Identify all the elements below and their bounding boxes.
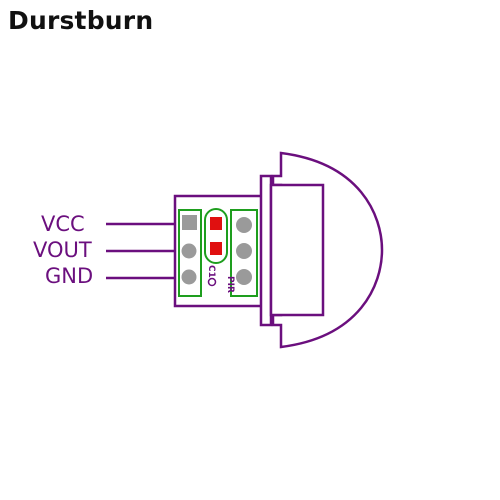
lens-flange bbox=[259, 174, 273, 327]
pir-pad-2 bbox=[236, 243, 252, 259]
c1-smd-pad-bottom bbox=[210, 242, 222, 255]
silk-label-c1: C1 bbox=[206, 265, 216, 278]
dome-inner-block bbox=[269, 183, 325, 317]
pin-label-vout: VOUT bbox=[33, 238, 92, 262]
silk-label-pir: PIR bbox=[225, 276, 235, 293]
pir-pad-1 bbox=[236, 217, 252, 233]
header-pad-vcc bbox=[182, 215, 197, 230]
header-pad-gnd bbox=[181, 269, 197, 285]
pin-label-gnd: GND bbox=[45, 264, 93, 288]
c1-smd-pad-top bbox=[210, 217, 222, 230]
pir-pad-3 bbox=[236, 269, 252, 285]
pin-label-vcc: VCC bbox=[41, 212, 85, 236]
via-hole bbox=[207, 277, 217, 287]
header-pad-vout bbox=[181, 243, 197, 259]
brand-title: Durstburn bbox=[8, 6, 154, 35]
